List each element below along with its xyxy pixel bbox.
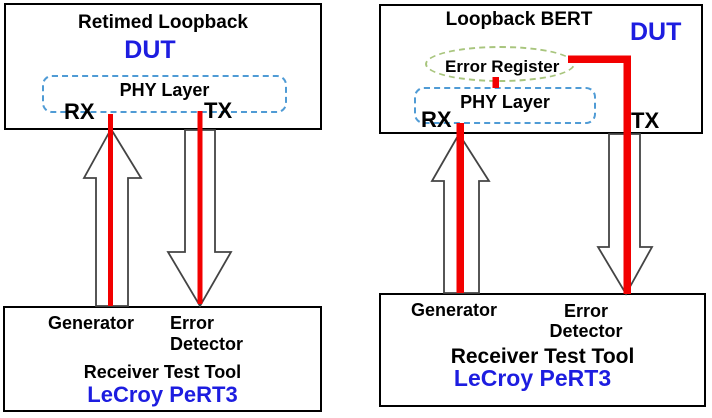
left-dut-label: DUT <box>124 36 176 64</box>
left-generator-label: Generator <box>48 313 135 333</box>
left-dut-box-title: Retimed Loopback <box>78 12 248 33</box>
left-rx-label: RX <box>64 99 95 124</box>
left-tx-red-signal-line <box>197 111 203 304</box>
left-tx-label: TX <box>204 98 233 123</box>
left-phy-layer-label: PHY Layer <box>119 80 210 100</box>
left-receiver-test-tool-label: Receiver Test Tool <box>83 362 242 382</box>
right-rx-red-signal-line <box>456 123 464 293</box>
right-dut-box-title: Loopback BERT <box>445 9 593 30</box>
error-register-ellipse <box>425 46 575 82</box>
right-rx-label: RX <box>421 107 452 132</box>
error-register-label: Error Register <box>445 57 560 76</box>
right-tester-box: Generator Error Detector Receiver Test T… <box>379 293 706 407</box>
right-dut-label: DUT <box>630 18 682 46</box>
left-rx-red-signal-line <box>108 114 113 306</box>
left-tester-box: Generator Error Detector Receiver Test T… <box>3 306 322 412</box>
right-receiver-test-tool-label: Receiver Test Tool <box>450 345 635 368</box>
left-dut-box: Retimed Loopback DUT PHY Layer RX TX <box>4 3 322 130</box>
right-dut-box: Loopback BERT DUT Error Register PHY Lay… <box>379 4 703 134</box>
left-phy-layer-box: PHY Layer <box>42 75 287 113</box>
right-tx-down-arrow <box>596 133 654 296</box>
left-rx-up-arrow <box>82 127 143 307</box>
left-tx-down-arrow <box>166 129 233 308</box>
right-tx-label: TX <box>631 108 660 133</box>
right-rx-up-arrow <box>430 132 491 294</box>
left-error-detector-label: Error Detector <box>170 313 244 354</box>
right-error-detector-label: Error Detector <box>549 301 623 341</box>
right-lecroy-pert3-label: LeCroy PeRT3 <box>453 365 612 391</box>
right-phy-layer-label: PHY Layer <box>460 92 550 112</box>
right-generator-label: Generator <box>411 300 498 320</box>
right-phy-layer-box: PHY Layer <box>414 87 596 124</box>
left-lecroy-pert3-label: LeCroy PeRT3 <box>87 382 238 407</box>
